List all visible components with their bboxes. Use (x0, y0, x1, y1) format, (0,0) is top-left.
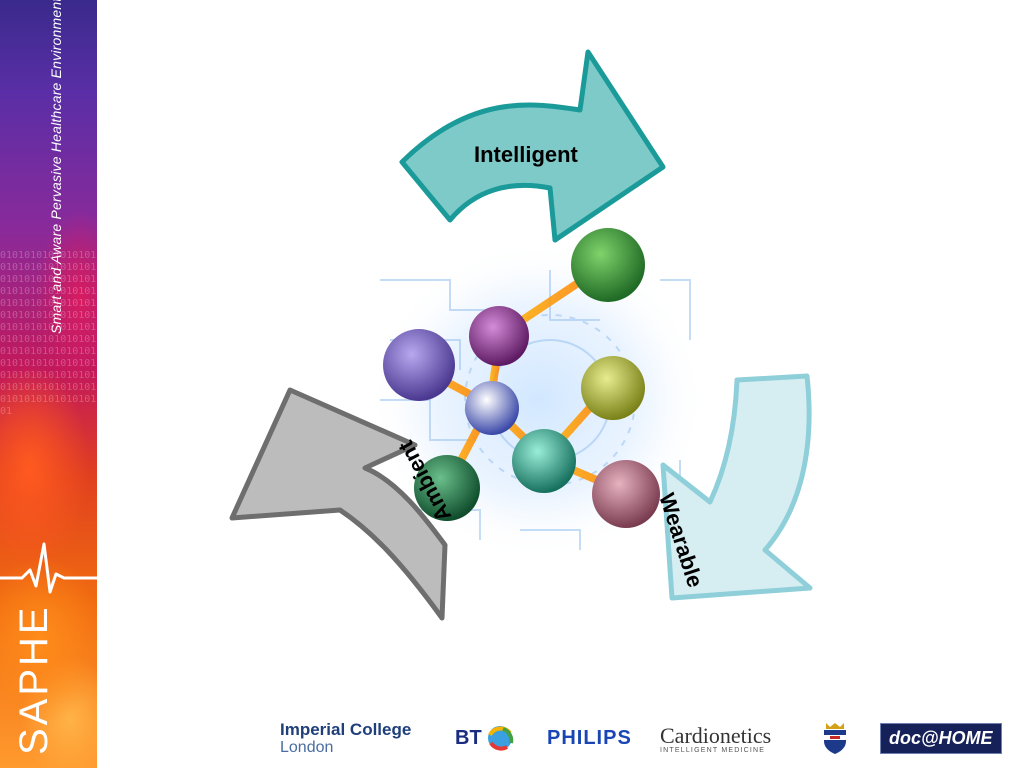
cycle-diagram: Intelligent Wearable Ambient (220, 40, 840, 640)
doc-at-home-logo: doc@HOME (880, 715, 1002, 761)
university-shield-icon (822, 715, 848, 761)
sphere-olive-right (581, 356, 645, 420)
diagram-canvas (229, 49, 813, 621)
sphere-purple-top (469, 306, 529, 366)
bt-logo: BT (455, 715, 515, 761)
sphere-green-top (571, 228, 645, 302)
sidebar-title-text: Smart and Aware Pervasive Healthcare Env… (48, 0, 64, 334)
pulse-line-icon (0, 542, 97, 594)
binary-background: 0101010101010101010101010101010101010101… (0, 250, 97, 417)
cardionetics-logo: Cardionetics INTELLIGENT MEDICINE (660, 722, 772, 754)
label-intelligent: Intelligent (474, 142, 578, 167)
arrow-wearable (660, 373, 813, 601)
bt-globe-icon (487, 726, 513, 751)
sidebar: 0101010101010101010101010101010101010101… (0, 0, 97, 768)
imperial-college-logo: Imperial College London (280, 719, 412, 756)
sphere-teal-lower (512, 429, 576, 493)
sphere-violet-left (383, 329, 455, 401)
philips-logo: PHILIPS (547, 726, 632, 749)
sphere-green-lower (414, 455, 480, 521)
partner-logos: Imperial College London BT PHILIPS Cardi… (270, 715, 1010, 765)
sidebar-title: Smart and Aware Pervasive Healthcare Env… (48, 0, 68, 334)
sphere-mauve-right (592, 460, 660, 528)
arrow-ambient (229, 387, 448, 621)
sphere-center (465, 381, 519, 435)
saphe-brand: SAPHE (12, 604, 56, 755)
arrow-intelligent (399, 49, 666, 243)
